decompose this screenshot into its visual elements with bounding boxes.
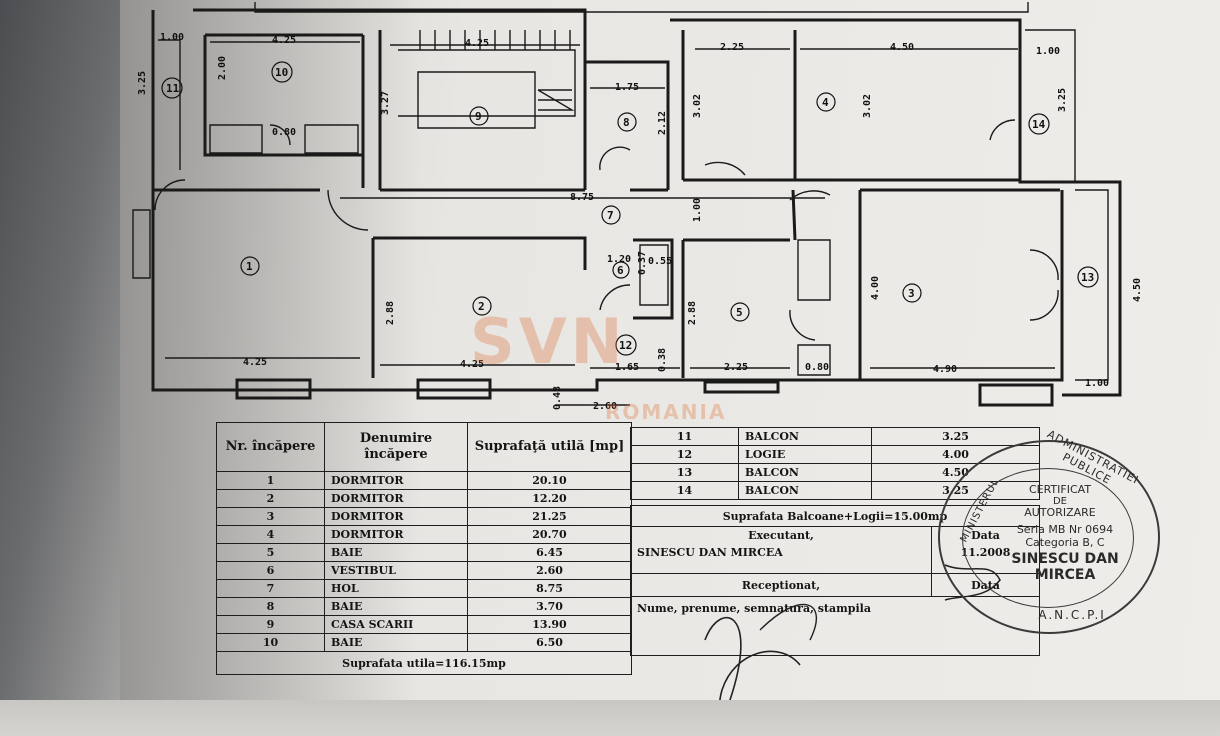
room-13: 13 bbox=[1077, 266, 1099, 288]
stamp-line3: AUTORIZARE bbox=[1024, 506, 1096, 519]
svg-text:0.37: 0.37 bbox=[637, 251, 648, 275]
stamp-name1: SINESCU DAN bbox=[1011, 551, 1119, 567]
stamp-inner-ring bbox=[962, 468, 1134, 608]
stamp-line1: CERTIFICAT bbox=[1028, 483, 1092, 496]
svg-text:3.25: 3.25 bbox=[1057, 88, 1068, 112]
stamp-line5: Categoria B, C bbox=[1025, 536, 1105, 549]
svg-text:4.50: 4.50 bbox=[1132, 278, 1143, 302]
svg-text:3.02: 3.02 bbox=[692, 94, 703, 118]
stamp-bottom: A.N.C.P.I. bbox=[1038, 608, 1112, 622]
room-14: 14 bbox=[1028, 113, 1050, 135]
svg-text:5: 5 bbox=[736, 306, 743, 319]
svg-text:3.25: 3.25 bbox=[137, 71, 148, 95]
executant-name: SINESCU DAN MIRCEA bbox=[637, 546, 783, 559]
svg-text:2.00: 2.00 bbox=[217, 56, 228, 80]
svg-text:4.50: 4.50 bbox=[890, 42, 914, 53]
svg-text:11: 11 bbox=[166, 82, 180, 95]
svg-text:4: 4 bbox=[822, 96, 829, 109]
wall-top-right bbox=[670, 18, 1062, 184]
svg-text:4.25: 4.25 bbox=[465, 38, 489, 49]
svg-text:6: 6 bbox=[617, 264, 624, 277]
room-11: 11 bbox=[161, 77, 183, 99]
svg-text:12: 12 bbox=[619, 339, 632, 352]
svg-text:4.25: 4.25 bbox=[460, 359, 484, 370]
top-title-block bbox=[254, 2, 1029, 13]
svg-text:1.00: 1.00 bbox=[692, 198, 703, 222]
watermark-sub: ROMANIA bbox=[605, 400, 727, 424]
svg-text:3.27: 3.27 bbox=[380, 91, 391, 115]
svg-text:1: 1 bbox=[246, 260, 253, 273]
room-1: 1 bbox=[240, 256, 260, 276]
svg-text:2.60: 2.60 bbox=[593, 401, 617, 410]
svg-text:2.25: 2.25 bbox=[720, 42, 744, 53]
svg-text:2.88: 2.88 bbox=[687, 301, 698, 325]
svg-text:1.00: 1.00 bbox=[1085, 378, 1109, 389]
svg-text:2: 2 bbox=[478, 300, 485, 313]
room-6: 6 bbox=[612, 261, 630, 279]
svg-text:7: 7 bbox=[607, 209, 614, 222]
svg-text:1.20: 1.20 bbox=[607, 254, 631, 265]
official-stamp bbox=[938, 440, 1160, 634]
watermark-brand: SVN bbox=[470, 305, 627, 378]
floor-plan: 1.00 3.25 4.25 2.00 0.80 4.25 3.27 1.75 … bbox=[132, 2, 1143, 410]
window-left bbox=[132, 209, 151, 279]
rooms-table: Nr. încăpere Denumire încăpere Suprafaţă… bbox=[216, 422, 632, 675]
svg-text:2.12: 2.12 bbox=[657, 111, 668, 135]
outer-wall bbox=[151, 10, 1064, 392]
svg-text:8.75: 8.75 bbox=[570, 192, 594, 203]
svg-text:0.38: 0.38 bbox=[657, 348, 668, 372]
svg-text:2.25: 2.25 bbox=[724, 362, 748, 373]
room-3: 3 bbox=[902, 283, 922, 303]
total-usable-area: Suprafata utila=116.15mp bbox=[216, 651, 632, 675]
svg-text:2.88: 2.88 bbox=[385, 301, 396, 325]
svg-text:8: 8 bbox=[623, 116, 630, 129]
svg-text:4.25: 4.25 bbox=[272, 35, 296, 46]
svg-text:0.80: 0.80 bbox=[272, 127, 296, 138]
stamp-line4: Seria MB Nr 0694 bbox=[1016, 523, 1114, 536]
svg-text:0.48: 0.48 bbox=[552, 386, 563, 410]
svg-text:4.25: 4.25 bbox=[243, 357, 267, 368]
balcony-13 bbox=[1060, 180, 1122, 397]
desk-edge bbox=[0, 700, 1220, 736]
svg-text:14: 14 bbox=[1032, 118, 1046, 131]
svg-text:3: 3 bbox=[908, 287, 915, 300]
svg-text:4.90: 4.90 bbox=[933, 364, 957, 375]
svg-text:0.80: 0.80 bbox=[805, 362, 829, 373]
executant-label: Executant, bbox=[748, 529, 814, 542]
room-8: 8 bbox=[617, 112, 637, 132]
room-4: 4 bbox=[816, 92, 836, 112]
svg-text:13: 13 bbox=[1081, 271, 1094, 284]
svg-text:3.02: 3.02 bbox=[862, 94, 873, 118]
dim-text: 1.00 bbox=[160, 32, 184, 43]
svg-text:10: 10 bbox=[275, 66, 288, 79]
stamp-name2: MIRCEA bbox=[1034, 567, 1096, 583]
svg-text:1.75: 1.75 bbox=[615, 82, 639, 93]
room-10: 10 bbox=[271, 61, 293, 83]
svg-text:1.00: 1.00 bbox=[1036, 46, 1060, 57]
room-12: 12 bbox=[615, 334, 637, 356]
svg-text:4.00: 4.00 bbox=[870, 276, 881, 300]
header-nr: Nr. încăpere bbox=[216, 422, 325, 472]
stair-block bbox=[417, 71, 536, 129]
wall-top-left bbox=[193, 8, 587, 190]
room-7: 7 bbox=[601, 205, 621, 225]
room-5: 5 bbox=[730, 302, 750, 322]
svg-text:0.55: 0.55 bbox=[648, 256, 672, 267]
stamp-line2: DE bbox=[1052, 496, 1068, 507]
room-2: 2 bbox=[472, 296, 492, 316]
svg-text:9: 9 bbox=[475, 110, 482, 123]
svg-text:1.65: 1.65 bbox=[615, 362, 639, 373]
room-9: 9 bbox=[469, 106, 489, 126]
